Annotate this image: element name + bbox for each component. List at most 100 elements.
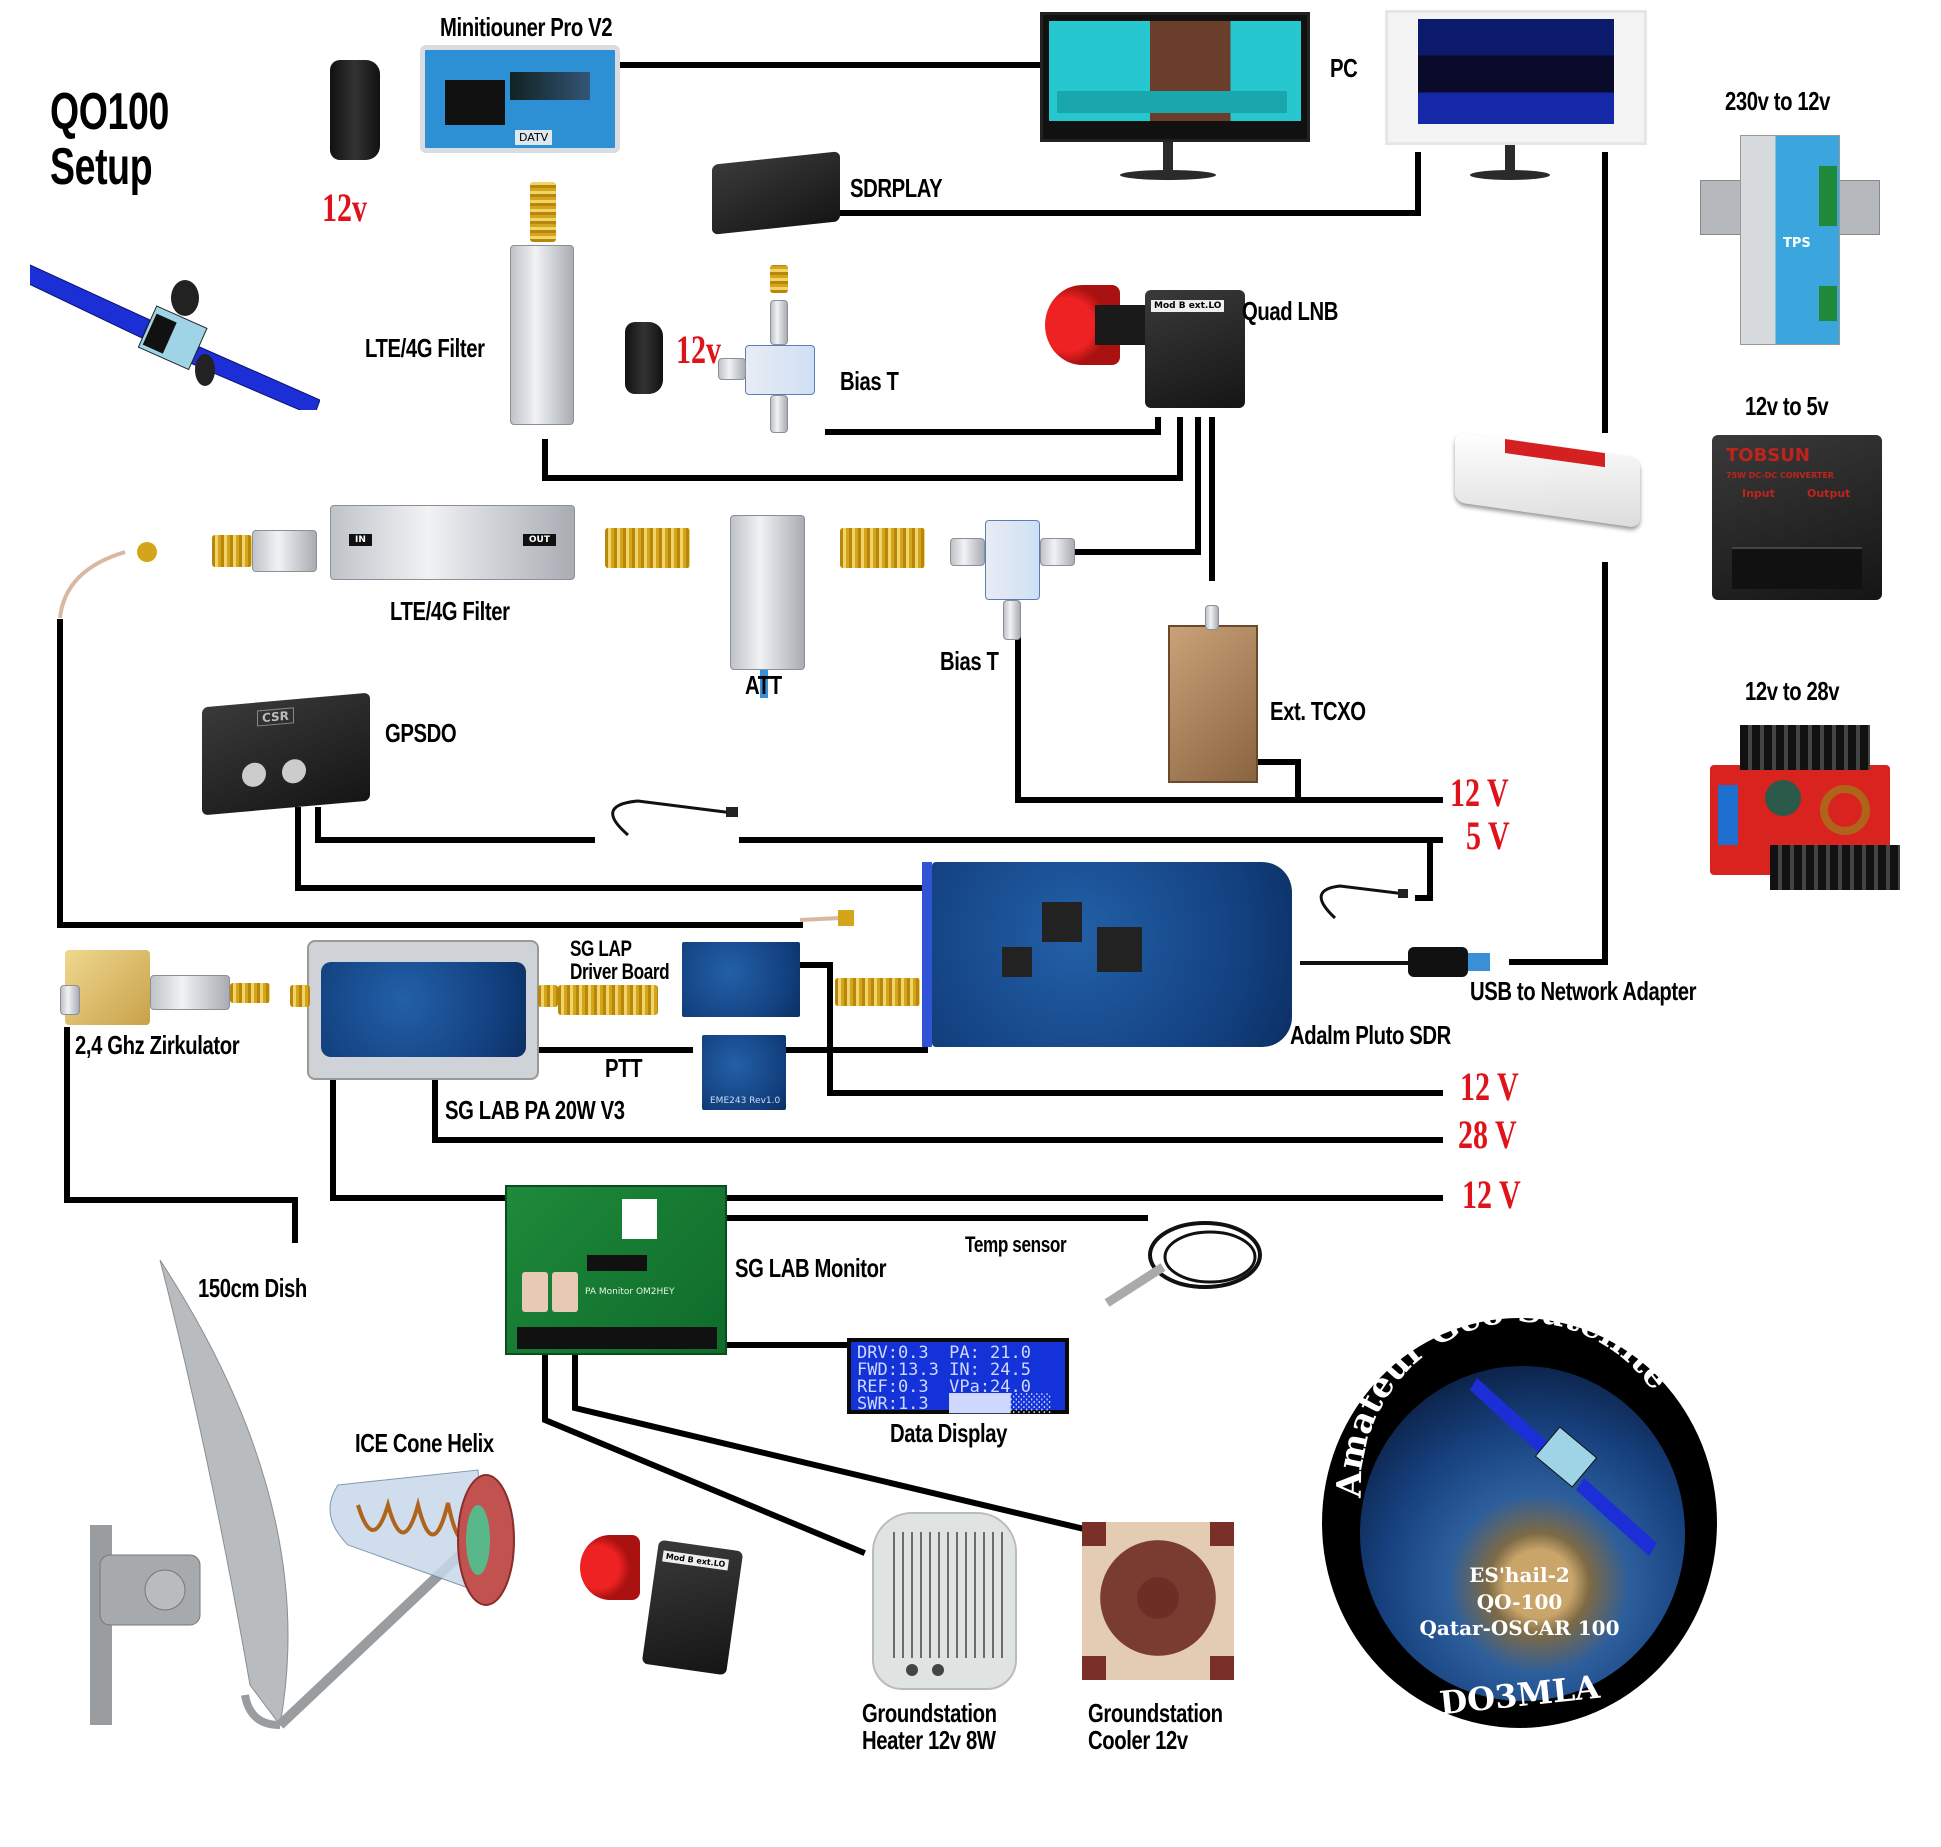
logo-line-1: ES'hail-2: [1469, 1563, 1570, 1587]
ptt-board-text: EME243 Rev1.0: [710, 1096, 781, 1106]
driver-label-line-1: SG LAP: [570, 936, 632, 961]
sma-pigtail-tx: [799, 908, 855, 930]
quad-lnb-sticker: Mod B ext.LO: [1151, 300, 1225, 312]
psu-5v-subtitle: 75W DC-DC CONVERTER: [1726, 471, 1834, 480]
heater-pad: [872, 1512, 1017, 1690]
monitor-2-base: [1470, 170, 1550, 180]
wire-pa-monitor: [330, 1077, 508, 1201]
lcd-line-3: REF:0.3 VPa:24.0: [857, 1377, 1031, 1397]
bias-t-rx-port-top: [770, 300, 788, 345]
minitiouner-datv-badge: DATV: [515, 130, 553, 145]
wire-router-usb-adapter: [1509, 562, 1608, 965]
f-connector-top: [530, 182, 556, 242]
wire-sdrplay-pc: [837, 152, 1421, 216]
pluto-power-cable: [1310, 880, 1410, 920]
usb-power-cable: [598, 795, 740, 840]
power-adapter-minitiouner: [330, 60, 380, 160]
psu-5v-terminals: [1732, 547, 1862, 589]
bias-t-ref-port-right: [1040, 538, 1075, 566]
lte-filter-ref-label: LTE/4G Filter: [390, 596, 510, 626]
sg-lab-monitor-board: PA Monitor OM2HEY: [505, 1185, 727, 1355]
lte-filter-rx-device: [510, 245, 574, 425]
monitor-1-screen: [1049, 21, 1301, 121]
biast-rx-power-label: 12v: [676, 327, 721, 372]
lnb-bottom-sticker: Mod B ext.LO: [662, 1550, 729, 1571]
wire-pa-28v: [432, 1077, 1443, 1143]
monitor-2-screen: [1418, 19, 1614, 124]
wire-gpsdo-5v: [315, 807, 595, 843]
pc-label: PC: [1330, 53, 1358, 83]
ptt-board: EME243 Rev1.0: [702, 1035, 786, 1110]
qo100-logo: Amateur Geo Satellite ES'hail-2 QO-100 Q…: [1322, 1318, 1717, 1728]
monitor-board-text: PA Monitor OM2HEY: [585, 1287, 675, 1297]
f-barrel-2: [840, 528, 925, 568]
title-line-2: Setup: [50, 137, 153, 196]
sma-pigtail: [55, 540, 165, 620]
data-display-label: Data Display: [890, 1418, 1008, 1448]
f-barrel-1: [605, 528, 690, 568]
pa-enclosure: [307, 940, 539, 1080]
cooler-label-line-1: Groundstation: [1088, 1698, 1223, 1728]
voltage-rail-12v-driver: 12 V: [1460, 1064, 1519, 1109]
lte-filter-rx-label: LTE/4G Filter: [365, 333, 485, 363]
psu-5v-brand: TOBSUN: [1726, 445, 1810, 466]
gpsdo-label: GPSDO: [385, 718, 457, 748]
minitiouner-device: DATV: [420, 45, 620, 153]
pluto-sdr-board: [932, 862, 1292, 1047]
psu-12v-28v-device: [1700, 725, 1905, 890]
quad-lnb-device: Mod B ext.LO: [1145, 290, 1245, 408]
psu-5v-input-label: Input: [1742, 487, 1775, 500]
psu-230v-brand: TPS: [1783, 236, 1811, 251]
attenuator-knob: [760, 670, 768, 698]
attenuator-device: [730, 515, 805, 670]
driver-label-line-2: Driver Board: [570, 959, 670, 985]
bias-t-ref-device: [985, 520, 1040, 600]
pluto-sdr-label: Adalm Pluto SDR: [1290, 1020, 1451, 1050]
title-line-1: QO100: [50, 83, 169, 141]
lnb-bottom-device: Mod B ext.LO: [641, 1539, 744, 1676]
quad-lnb-neck: [1095, 305, 1150, 345]
voltage-rail-5v: 5 V: [1466, 813, 1510, 858]
wire-monitor-cooler: [572, 1352, 1084, 1532]
lte-filter-out-tag: OUT: [522, 534, 556, 546]
lnb-feed-bottom: [580, 1535, 640, 1600]
bias-t-rx-port-bottom: [770, 395, 788, 433]
pluto-endplate: [922, 862, 932, 1047]
pa-sma-out: [538, 985, 558, 1007]
temp-sensor-label: Temp sensor: [965, 1232, 1067, 1257]
dish-antenna: [60, 1255, 464, 1735]
monitor-1-base: [1120, 170, 1216, 180]
wire-monitor-heater: [542, 1352, 866, 1556]
gpsdo-device: CSR: [202, 692, 370, 816]
cooler-fan: [1082, 1522, 1234, 1680]
wire-tcxo-12v: [1255, 759, 1301, 803]
heater-label-line-1: Groundstation: [862, 1698, 997, 1728]
satellite-icon: [24, 260, 321, 417]
tcxo-label: Ext. TCXO: [1270, 696, 1366, 726]
wire-lnb-biast-ref: [1065, 417, 1201, 555]
psu-230v-12v-device: TPS: [1740, 135, 1840, 345]
voltage-rail-12v-tcxo: 12 V: [1450, 770, 1509, 815]
cooler-label-line-2: Cooler 12v: [1088, 1725, 1188, 1756]
logo-line-3: Qatar-OSCAR 100: [1419, 1616, 1620, 1640]
cooler-label: Groundstation Cooler 12v: [1088, 1698, 1223, 1756]
driver-board: [682, 942, 800, 1017]
bias-t-rx-port-side: [718, 358, 746, 380]
bias-t-rx-device: [745, 345, 815, 395]
monitor-1-stand: [1163, 142, 1173, 172]
ice-cone-helix: [318, 1465, 528, 1625]
lcd-line-2: FWD:13.3 IN: 24.5: [857, 1360, 1031, 1380]
voltage-rail-28v: 28 V: [1458, 1112, 1517, 1157]
quad-lnb-label: Quad LNB: [1242, 296, 1339, 326]
psu-230v-12v-label: 230v to 12v: [1725, 86, 1831, 116]
bias-t-rx-label: Bias T: [840, 366, 899, 396]
minitiouner-label: Minitiouner Pro V2: [440, 12, 613, 42]
gpsdo-brand: CSR: [257, 707, 294, 727]
psu-12v-5v-device: TOBSUN 75W DC-DC CONVERTER Input Output: [1712, 435, 1882, 600]
pc-monitor-1: [1040, 12, 1310, 142]
diagram-title: QO100 Setup: [50, 85, 169, 194]
heater-label: Groundstation Heater 12v 8W: [862, 1698, 997, 1755]
sma-adapter-sdrplay: [770, 265, 788, 293]
wire-driver-12v: [797, 962, 1443, 1096]
pa-pcb: [321, 962, 526, 1057]
